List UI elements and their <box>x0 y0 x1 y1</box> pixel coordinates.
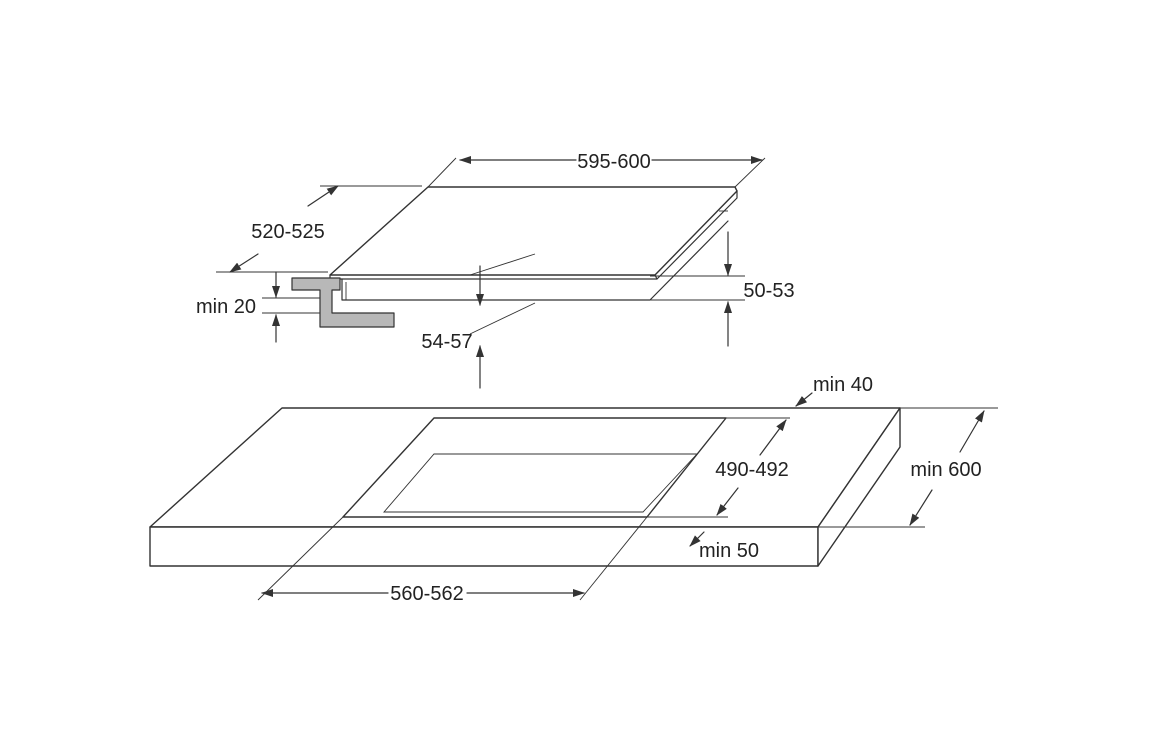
worktop-side-face <box>817 407 901 567</box>
worktop <box>149 407 901 567</box>
worktop-cutout-inner <box>383 453 699 513</box>
hob-glass-top <box>329 186 738 276</box>
label-worktop-depth: min 600 <box>910 459 981 481</box>
label-front-clearance: min 50 <box>699 540 759 562</box>
label-hob-depth: 520-525 <box>251 221 324 243</box>
hob-body <box>341 220 729 301</box>
clamping-bracket <box>291 277 395 328</box>
dim-worktop-depth-down <box>909 489 933 526</box>
dim-min50-arrow <box>689 531 705 547</box>
label-back-wall-clearance: min 40 <box>813 374 873 396</box>
worktop-dimension-lines <box>257 392 998 601</box>
dim-hob-depth-down <box>229 253 259 273</box>
label-cutout-depth: 490-492 <box>715 459 788 481</box>
label-build-in-depth: 54-57 <box>421 331 472 353</box>
hob-glass-front <box>329 274 658 280</box>
dim-cutout-depth-up <box>759 419 787 456</box>
hob <box>329 186 738 301</box>
dim-min40-arrow <box>795 392 813 407</box>
label-hob-width: 595-600 <box>577 151 650 173</box>
label-hob-height: 50-53 <box>743 280 794 302</box>
dim-hob-depth-up <box>307 185 339 207</box>
label-cutout-width: 560-562 <box>390 583 463 605</box>
hob-glass-edge <box>656 190 738 280</box>
label-clearance-below: min 20 <box>196 296 256 318</box>
dim-worktop-depth-up <box>959 410 985 453</box>
hob-dimension-lines <box>216 156 766 389</box>
dim-cutout-depth-down <box>716 487 739 516</box>
